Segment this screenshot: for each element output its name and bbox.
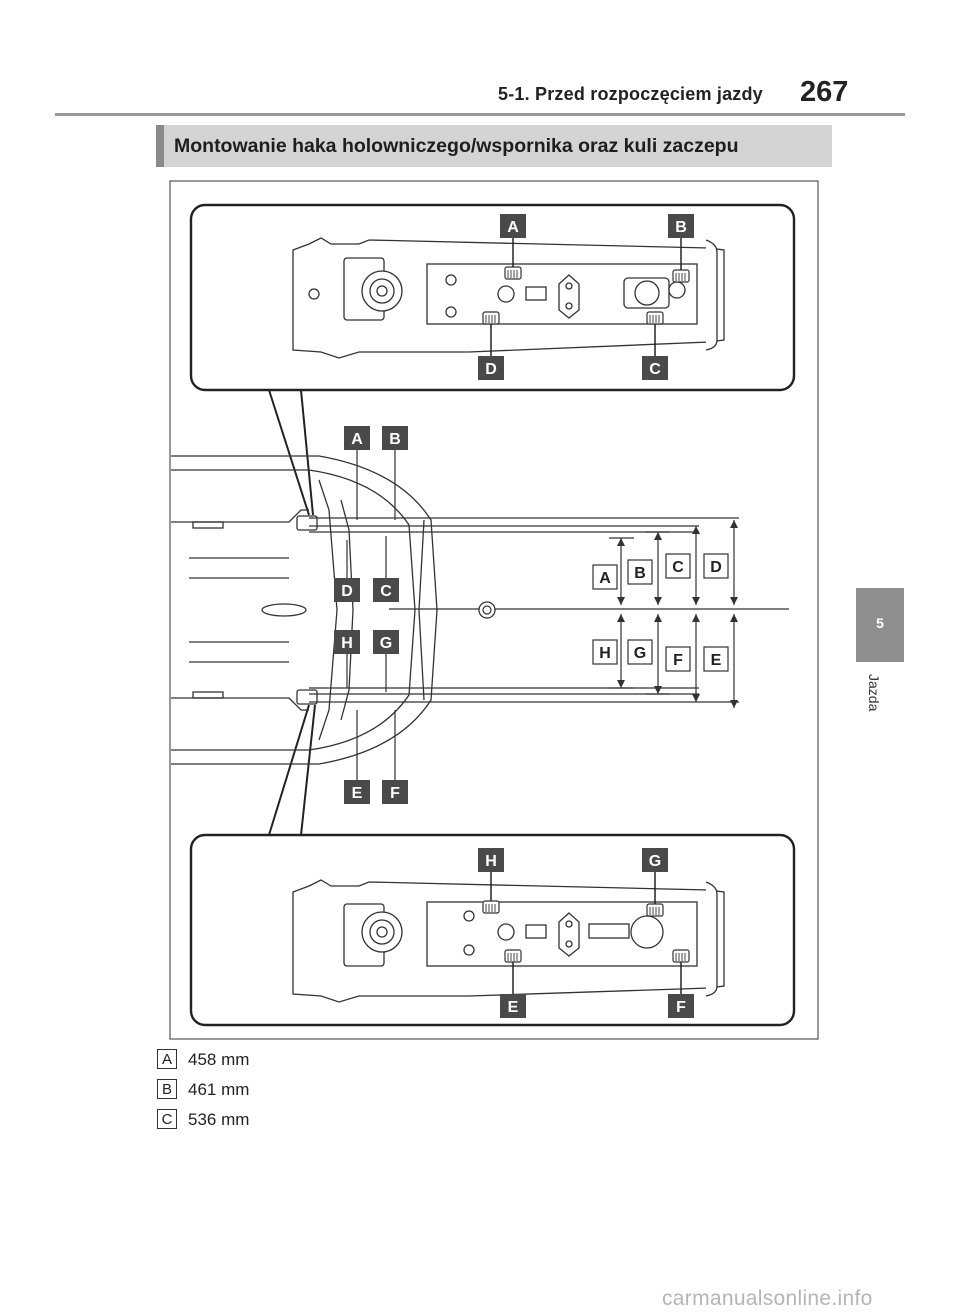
dim-label-d: D	[703, 553, 729, 579]
dimension-arrows	[609, 520, 735, 708]
chapter-tab: 5	[856, 588, 904, 662]
legend-value-a: 458 mm	[188, 1050, 250, 1069]
legend-value-b: 461 mm	[188, 1080, 250, 1099]
bolt-h-bottom	[482, 900, 500, 914]
car-callout-c: C	[373, 578, 399, 602]
tow-ball-center	[478, 601, 496, 619]
bolt-c-top	[646, 311, 664, 325]
car-callout-c-text: C	[380, 583, 392, 600]
bolt-d-top	[482, 311, 500, 325]
car-callout-a: A	[344, 426, 370, 450]
bottom-callout-g-text: G	[649, 853, 661, 870]
dim-label-h: H	[592, 639, 618, 665]
dim-label-f-text: F	[673, 652, 683, 669]
dim-label-g-text: G	[634, 645, 646, 662]
dim-label-e: E	[703, 646, 729, 672]
car-callout-f-text: F	[390, 785, 400, 802]
bottom-crossmember-drawing	[292, 879, 725, 1003]
frame-rails	[309, 517, 739, 703]
car-callout-e: E	[344, 780, 370, 804]
car-callout-d: D	[334, 578, 360, 602]
car-callout-h: H	[334, 630, 360, 654]
top-callout-c-text: C	[649, 361, 661, 378]
dim-label-c: C	[665, 553, 691, 579]
section-heading-text: Montowanie haka holowniczego/wspornika o…	[174, 135, 739, 157]
top-crossmember-drawing	[292, 237, 725, 359]
page-number: 267	[800, 76, 849, 108]
bottom-callout-h: H	[478, 848, 504, 872]
chapter-label: Jazda	[864, 674, 884, 734]
diagram-svg: A B C D	[169, 180, 819, 1040]
dim-label-b: B	[627, 559, 653, 585]
chapter-label-text: Jazda	[866, 674, 882, 712]
car-callout-f: F	[382, 780, 408, 804]
bolt-g-bottom	[646, 903, 664, 917]
panel-leaders	[268, 389, 316, 836]
car-callout-d-text: D	[341, 583, 353, 600]
dim-label-f: F	[665, 646, 691, 672]
bottom-callout-e: E	[500, 994, 526, 1018]
watermark-text: carmanualsonline.info	[662, 1287, 873, 1310]
dim-label-g: G	[627, 639, 653, 665]
bolt-a-top	[504, 266, 522, 280]
top-callout-a: A	[500, 214, 526, 238]
bolt-f-bottom	[672, 949, 690, 963]
legend-key-a: A	[157, 1049, 177, 1069]
car-callout-b: B	[382, 426, 408, 450]
dim-label-a-text: A	[599, 570, 611, 587]
bolt-b-top	[672, 269, 690, 283]
car-callout-e-text: E	[352, 785, 363, 802]
bottom-callout-f-text: F	[676, 999, 686, 1016]
top-callout-b-text: B	[675, 219, 687, 236]
car-callout-g-text: G	[380, 635, 392, 652]
bottom-callout-f: F	[668, 994, 694, 1018]
running-header-section: 5-1. Przed rozpoczęciem jazdy	[498, 84, 763, 104]
section-heading: Montowanie haka holowniczego/wspornika o…	[156, 125, 832, 167]
car-callout-a-text: A	[351, 431, 363, 448]
car-callout-g: G	[373, 630, 399, 654]
legend-value-c: 536 mm	[188, 1110, 250, 1129]
legend-key-b: B	[157, 1079, 177, 1099]
top-callout-b: B	[668, 214, 694, 238]
dim-label-b-text: B	[634, 565, 646, 582]
figure-frame	[169, 180, 819, 1040]
dim-label-d-text: D	[710, 559, 722, 576]
chapter-number: 5	[876, 615, 884, 631]
dim-label-e-text: E	[711, 652, 722, 669]
car-callout-b-text: B	[389, 431, 401, 448]
header-rule	[55, 113, 905, 116]
dim-label-h-text: H	[599, 645, 611, 662]
dim-label-c-text: C	[672, 559, 684, 576]
car-callout-h-text: H	[341, 635, 353, 652]
towbar-mounting-diagram: A B C D	[169, 180, 819, 1040]
top-callout-a-text: A	[507, 219, 519, 236]
top-callout-c: C	[642, 356, 668, 380]
bottom-callout-e-text: E	[508, 999, 519, 1016]
car-rear-outline	[171, 455, 438, 765]
legend-key-c: C	[157, 1109, 177, 1129]
dim-label-a: A	[592, 564, 618, 590]
top-callout-d: D	[478, 356, 504, 380]
bottom-callout-g: G	[642, 848, 668, 872]
dimension-arrowheads	[617, 520, 738, 708]
bottom-callout-h-text: H	[485, 853, 497, 870]
top-callout-d-text: D	[485, 361, 497, 378]
bolt-e-bottom	[504, 949, 522, 963]
